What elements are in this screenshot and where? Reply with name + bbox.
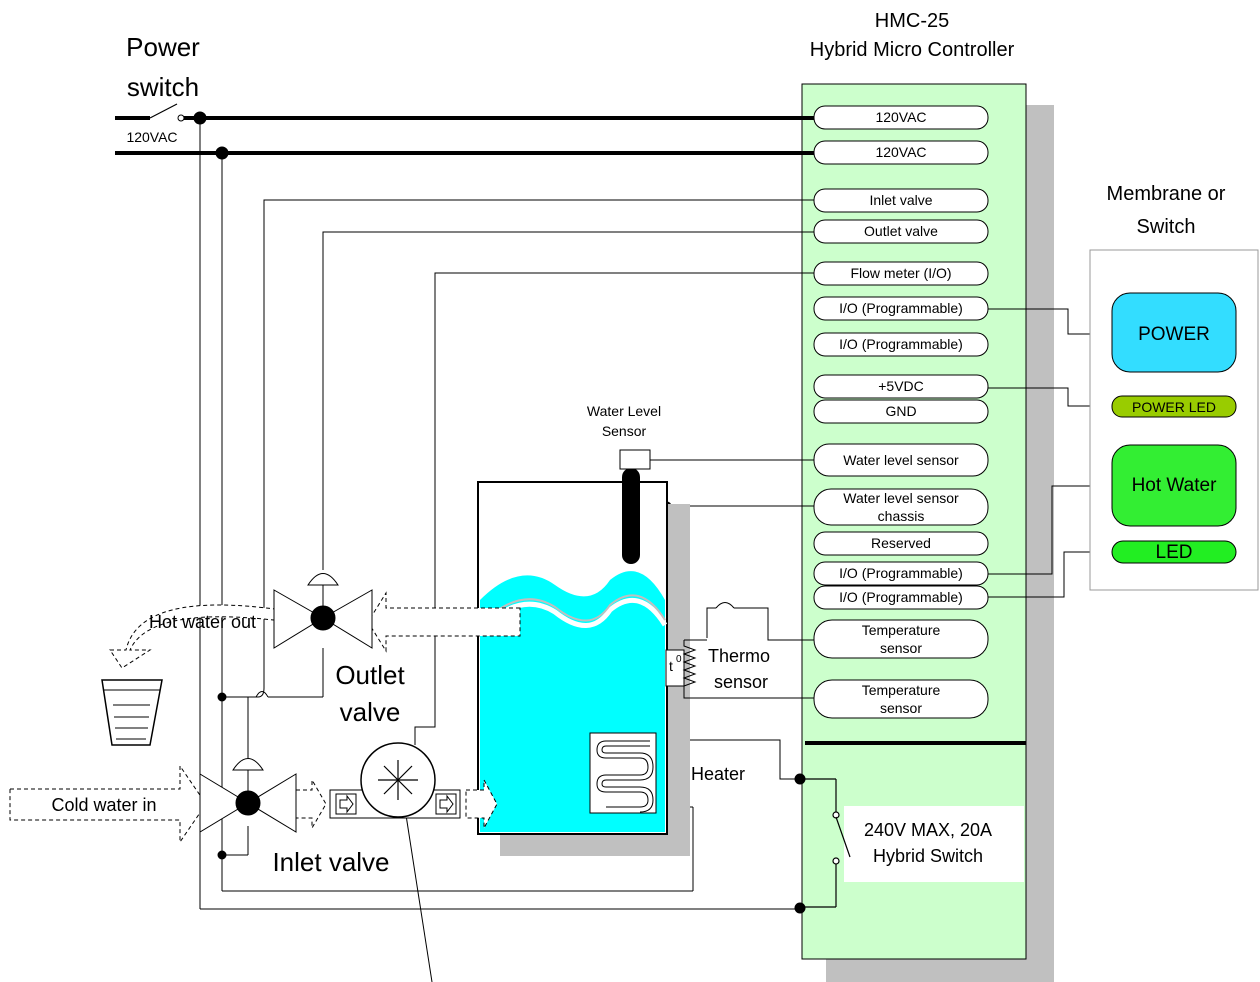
- cup-icon: [101, 679, 163, 746]
- svg-text:240V MAX, 20A: 240V MAX, 20A: [864, 820, 992, 840]
- pin-flow-meter: Flow meter (I/O): [813, 261, 989, 286]
- svg-text:120VAC: 120VAC: [875, 144, 926, 160]
- svg-text:sensor: sensor: [880, 700, 922, 716]
- svg-text:Hybrid Switch: Hybrid Switch: [873, 846, 983, 866]
- svg-text:sensor: sensor: [880, 640, 922, 656]
- thermo-label-2: sensor: [714, 672, 768, 692]
- pin-outlet-valve: Outlet valve: [813, 219, 989, 244]
- power-led: POWER LED: [1111, 395, 1237, 418]
- cold-water-in-arrow: [9, 764, 207, 844]
- membrane-title-1: Membrane or: [1107, 183, 1226, 205]
- power-button[interactable]: POWER: [1111, 292, 1237, 373]
- hot-water-button[interactable]: Hot Water: [1111, 444, 1237, 527]
- outlet-valve-label-2: valve: [340, 697, 401, 727]
- hybrid-switch-box: 240V MAX, 20A Hybrid Switch: [844, 806, 1024, 882]
- svg-text:POWER LED: POWER LED: [1132, 399, 1216, 415]
- tank-water-wave: [478, 598, 668, 632]
- svg-text:LED: LED: [1156, 542, 1193, 563]
- svg-text:+5VDC: +5VDC: [878, 378, 924, 394]
- hot-water-led: LED: [1111, 540, 1237, 564]
- flow-meter: [329, 742, 461, 819]
- svg-text:Flow meter (I/O): Flow meter (I/O): [850, 265, 951, 281]
- pin-io-3: I/O (Programmable): [813, 561, 989, 586]
- membrane-title-2: Switch: [1137, 216, 1196, 238]
- svg-text:I/O (Programmable): I/O (Programmable): [839, 589, 963, 605]
- hot-water-out-label: Hot water out: [149, 612, 256, 632]
- thermo-label-1: Thermo: [708, 646, 770, 666]
- water-tank: Water Level Sensor Heater t 0 Thermo sen…: [477, 403, 770, 856]
- svg-text:Temperature: Temperature: [862, 682, 941, 698]
- water-level-sensor-head: [619, 449, 651, 470]
- pin-120vac-1: 120VAC: [813, 105, 989, 130]
- svg-text:0: 0: [676, 654, 682, 665]
- pin-5vdc: +5VDC: [813, 374, 989, 399]
- controller-model: HMC-25: [875, 10, 949, 32]
- outlet-valve-label-1: Outlet: [335, 660, 405, 690]
- pin-inlet-valve: Inlet valve: [813, 188, 989, 213]
- svg-text:Reserved: Reserved: [871, 535, 931, 551]
- controller: HMC-25 Hybrid Micro Controller 120VAC 12…: [800, 10, 1054, 982]
- svg-text:I/O (Programmable): I/O (Programmable): [839, 336, 963, 352]
- signal-wires: [217, 199, 1112, 982]
- heater-label: Heater: [691, 764, 745, 784]
- svg-text:I/O (Programmable): I/O (Programmable): [839, 565, 963, 581]
- svg-text:I/O (Programmable): I/O (Programmable): [839, 300, 963, 316]
- svg-text:Outlet valve: Outlet valve: [864, 223, 938, 239]
- membrane-panel: Membrane or Switch POWER POWER LED Hot W…: [1089, 183, 1259, 591]
- pin-water-level: Water level sensor: [813, 443, 989, 477]
- flow-arrows: [9, 591, 521, 844]
- pin-reserved: Reserved: [813, 531, 989, 556]
- pin-water-level-chassis: Water level sensor chassis: [813, 488, 989, 526]
- pin-io-4: I/O (Programmable): [813, 585, 989, 610]
- water-level-probe: [622, 468, 640, 564]
- pin-temperature-2: Temperature sensor: [813, 679, 989, 719]
- pin-gnd: GND: [813, 399, 989, 424]
- power-switch: Power switch 120VAC: [115, 32, 200, 145]
- outlet-valve: [273, 573, 373, 649]
- water-level-label-1: Water Level: [587, 403, 661, 419]
- svg-text:POWER: POWER: [1138, 324, 1210, 345]
- power-switch-label-2: switch: [127, 72, 199, 102]
- svg-text:Temperature: Temperature: [862, 622, 941, 638]
- svg-text:Hot Water: Hot Water: [1132, 475, 1217, 496]
- cold-water-in-label: Cold water in: [51, 795, 156, 815]
- svg-text:120VAC: 120VAC: [875, 109, 926, 125]
- svg-text:Water level sensor: Water level sensor: [843, 490, 959, 506]
- inlet-valve: [199, 758, 297, 833]
- supply-voltage-label: 120VAC: [126, 129, 177, 145]
- pin-120vac-2: 120VAC: [813, 140, 989, 165]
- pin-io-1: I/O (Programmable): [813, 296, 989, 321]
- svg-text:Inlet valve: Inlet valve: [869, 192, 932, 208]
- pin-temperature-1: Temperature sensor: [813, 619, 989, 659]
- heater-element: [589, 732, 657, 814]
- controller-name: Hybrid Micro Controller: [810, 39, 1015, 61]
- svg-text:chassis: chassis: [878, 508, 925, 524]
- svg-text:Water level sensor: Water level sensor: [843, 452, 959, 468]
- pin-io-2: I/O (Programmable): [813, 332, 989, 357]
- thermo-sensor: t 0: [665, 639, 707, 699]
- power-switch-label-1: Power: [126, 32, 200, 62]
- inlet-valve-label: Inlet valve: [272, 847, 389, 877]
- water-level-label-2: Sensor: [602, 423, 647, 439]
- svg-text:GND: GND: [885, 403, 916, 419]
- relay-contact: [800, 778, 851, 908]
- svg-text:t: t: [669, 658, 673, 674]
